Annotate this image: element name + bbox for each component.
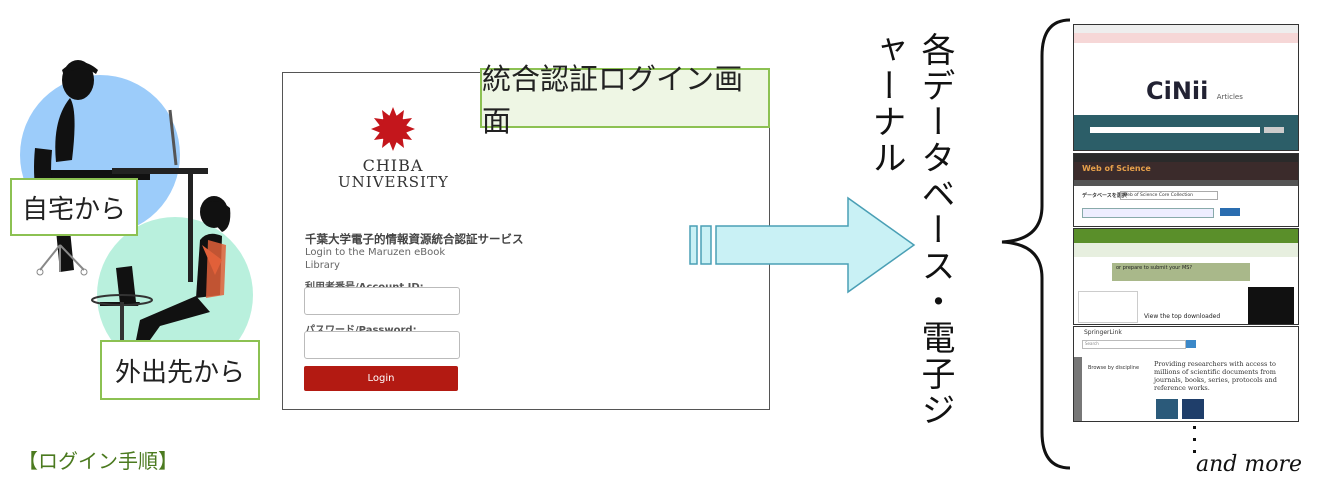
login-screen: CHIBA UNIVERSITY 千葉大学電子的情報資源統合認証サービス Log… bbox=[282, 72, 770, 410]
and-more-label: and more bbox=[1196, 452, 1303, 477]
university-name-line2: UNIVERSITY bbox=[338, 173, 449, 191]
wos-screenshot: Web of Science データベースを選択 Web of Science … bbox=[1073, 153, 1299, 227]
service-subtitle-line1: Login to the Maruzen eBook bbox=[305, 247, 446, 258]
service-subtitle-line2: Library bbox=[305, 260, 340, 271]
ellipsis-dots bbox=[1193, 426, 1196, 453]
login-screen-title: 統合認証ログイン画面 bbox=[480, 62, 770, 138]
wos-db-value: Web of Science Core Collection bbox=[1120, 191, 1218, 200]
password-label: パスワード/Password: bbox=[305, 321, 417, 336]
springer-search: Search bbox=[1082, 340, 1186, 349]
service-title: 千葉大学電子的情報資源統合認証サービス bbox=[305, 232, 524, 246]
label-from-outside: 外出先から bbox=[100, 340, 260, 400]
springer-headline: Providing researchers with access to mil… bbox=[1154, 360, 1277, 392]
login-button[interactable]: Login bbox=[304, 366, 458, 391]
science-view-text: View the top downloaded bbox=[1144, 313, 1221, 320]
springer-logo: SpringerLink bbox=[1084, 329, 1122, 336]
right-arrow bbox=[689, 196, 916, 294]
cinii-logo-text: CiNii bbox=[1146, 77, 1209, 105]
chiba-seal-icon bbox=[371, 107, 415, 151]
springer-screenshot: SpringerLink Search Browse by discipline… bbox=[1073, 326, 1299, 422]
science-screenshot: or prepare to submit your MS? View the t… bbox=[1073, 228, 1299, 325]
login-procedure-heading: 【ログイン手順】 bbox=[18, 449, 178, 473]
curly-brace bbox=[1001, 18, 1071, 470]
wos-title: Web of Science bbox=[1082, 164, 1151, 173]
cinii-screenshot: CiNii Articles bbox=[1073, 24, 1299, 151]
wos-db-label: データベースを選択 bbox=[1082, 193, 1127, 199]
label-from-home: 自宅から bbox=[10, 178, 138, 236]
account-id-input[interactable] bbox=[304, 287, 460, 315]
university-name-line1: CHIBA bbox=[362, 156, 424, 175]
password-input[interactable] bbox=[304, 331, 460, 359]
springer-browse: Browse by discipline bbox=[1088, 365, 1140, 371]
cinii-logo: CiNii Articles bbox=[1146, 77, 1243, 105]
databases-vertical-label: 各データベース・電子ジャーナル bbox=[866, 32, 955, 428]
cinii-logo-sub: Articles bbox=[1216, 93, 1243, 101]
science-banner: or prepare to submit your MS? bbox=[1112, 263, 1250, 281]
